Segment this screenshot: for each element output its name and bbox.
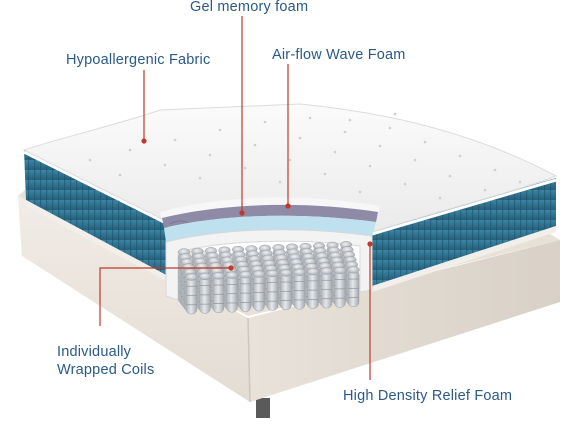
- leader-dot-hypo: [141, 138, 147, 144]
- leader-line-coils: [99, 267, 230, 326]
- mattress-side-left: [24, 150, 168, 276]
- coil-cap: [198, 272, 212, 281]
- coil-cap: [252, 270, 266, 278]
- coil-cap: [279, 269, 293, 277]
- base-front-right: [248, 240, 560, 402]
- label-coils-line2: Wrapped Coils: [57, 362, 155, 378]
- base-front-left: [18, 196, 250, 402]
- label-gel-memory-foam: Gel memory foam: [190, 0, 309, 15]
- label-individually-wrapped-coils: Individually Wrapped Coils: [57, 343, 154, 379]
- coil-cap: [239, 270, 252, 279]
- mattress-bottom-right: [372, 226, 556, 292]
- mattress-bottom-left: [26, 200, 168, 282]
- gel-memory-foam-layer: [164, 215, 376, 242]
- high-density-relief-foam-layer: [165, 229, 373, 301]
- leader-dot-hd: [367, 241, 373, 247]
- bed-leg: [256, 398, 270, 418]
- leader-dot-gel: [239, 210, 245, 216]
- leader-dot-coils: [228, 265, 234, 271]
- mattress-quilted-top: [22, 103, 558, 233]
- label-air-flow-wave-foam: Air-flow Wave Foam: [272, 47, 406, 63]
- leader-lines: [99, 16, 373, 380]
- coil-cap: [185, 273, 198, 281]
- leader-dot-air: [285, 203, 291, 209]
- coil-cap: [212, 272, 225, 280]
- mattress-illustration: [22, 103, 558, 315]
- coil-cap: [293, 268, 306, 276]
- coil-cap: [347, 266, 360, 274]
- airflow-wave-foam-layer: [162, 204, 378, 228]
- cutaway-layers: [160, 197, 380, 301]
- coil-cap: [333, 266, 347, 275]
- label-coils-line1: Individually: [57, 344, 132, 360]
- individually-wrapped-coils: [177, 241, 360, 315]
- label-high-density-relief-foam: High Density Relief Foam: [343, 388, 513, 404]
- coil-cap: [320, 267, 333, 275]
- quilt-tufts: [88, 112, 522, 200]
- mattress-side-right: [372, 178, 556, 286]
- coil-cap: [225, 271, 239, 279]
- coil-cap: [306, 267, 320, 276]
- coil-cap: [266, 269, 279, 278]
- label-hypoallergenic-fabric: Hypoallergenic Fabric: [66, 52, 211, 68]
